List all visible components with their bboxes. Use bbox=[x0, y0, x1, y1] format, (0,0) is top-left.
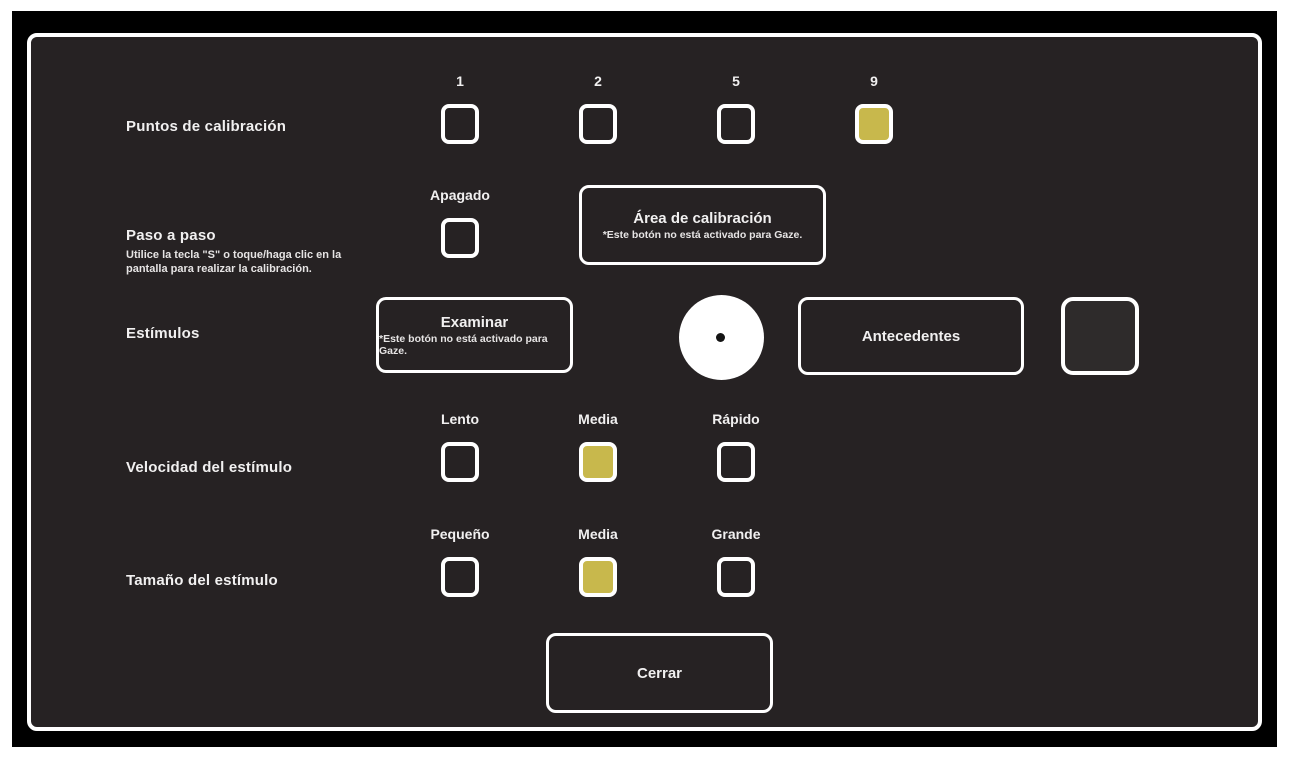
examine-button[interactable]: Examinar *Este botón no está activado pa… bbox=[376, 297, 573, 373]
speed-label-fast: Rápido bbox=[712, 411, 760, 427]
speed-option-fast: Rápido bbox=[676, 411, 796, 482]
background-color-swatch bbox=[1061, 297, 1139, 375]
calibration-area-button[interactable]: Área de calibración *Este botón no está … bbox=[579, 185, 826, 265]
calibration-points-checkbox-1[interactable] bbox=[441, 104, 479, 144]
stimulus-dot-icon bbox=[715, 333, 725, 342]
size-checkbox-large[interactable] bbox=[717, 557, 755, 597]
stimulus-preview-icon bbox=[679, 295, 764, 380]
calibration-area-button-label: Área de calibración bbox=[633, 209, 772, 227]
background-button-label: Antecedentes bbox=[861, 327, 961, 345]
size-checkbox-medium[interactable] bbox=[579, 557, 617, 597]
examine-button-note: *Este botón no está activado para Gaze. bbox=[379, 332, 548, 357]
close-button[interactable]: Cerrar bbox=[546, 633, 773, 713]
calibration-points-option-5: 5 bbox=[676, 73, 796, 144]
calibration-points-label: Puntos de calibración bbox=[126, 118, 287, 135]
calibration-points-option-9: 9 bbox=[814, 73, 934, 144]
stimuli-label: Estímulos bbox=[126, 325, 200, 342]
size-option-small: Pequeño bbox=[400, 526, 520, 597]
speed-option-medium: Media bbox=[538, 411, 658, 482]
speed-label-slow: Lento bbox=[440, 411, 480, 427]
stimulus-speed-label: Velocidad del estímulo bbox=[126, 459, 293, 476]
size-label-medium: Media bbox=[578, 526, 618, 542]
background-button[interactable]: Antecedentes bbox=[798, 297, 1024, 375]
option-label-1: 1 bbox=[456, 73, 464, 89]
size-option-medium: Media bbox=[538, 526, 658, 597]
size-option-large: Grande bbox=[676, 526, 796, 597]
speed-checkbox-fast[interactable] bbox=[717, 442, 755, 482]
size-label-large: Grande bbox=[711, 526, 761, 542]
step-by-step-caption: Utilice la tecla "S" o toque/haga clic e… bbox=[126, 249, 342, 276]
speed-checkbox-slow[interactable] bbox=[441, 442, 479, 482]
speed-label-medium: Media bbox=[578, 411, 618, 427]
calibration-points-checkbox-5[interactable] bbox=[717, 104, 755, 144]
step-by-step-toggle: Apagado bbox=[400, 187, 520, 258]
step-by-step-label: Paso a paso bbox=[126, 227, 216, 244]
calibration-points-option-2: 2 bbox=[538, 73, 658, 144]
option-label-2: 2 bbox=[594, 73, 602, 89]
settings-window: Puntos de calibración 1 2 5 9 Paso a pas… bbox=[12, 11, 1277, 747]
examine-button-label: Examinar bbox=[440, 313, 509, 331]
step-by-step-checkbox[interactable] bbox=[441, 218, 479, 258]
calibration-settings-panel: Puntos de calibración 1 2 5 9 Paso a pas… bbox=[27, 33, 1262, 731]
option-label-9: 9 bbox=[870, 73, 878, 89]
calibration-points-option-1: 1 bbox=[400, 73, 520, 144]
size-checkbox-small[interactable] bbox=[441, 557, 479, 597]
calibration-points-checkbox-2[interactable] bbox=[579, 104, 617, 144]
option-label-5: 5 bbox=[732, 73, 740, 89]
size-label-small: Pequeño bbox=[430, 526, 490, 542]
close-button-label: Cerrar bbox=[636, 664, 683, 682]
stimulus-size-label: Tamaño del estímulo bbox=[126, 572, 278, 589]
calibration-area-button-note: *Este botón no está activado para Gaze. bbox=[602, 228, 803, 241]
speed-option-slow: Lento bbox=[400, 411, 520, 482]
speed-checkbox-medium[interactable] bbox=[579, 442, 617, 482]
toggle-label: Apagado bbox=[430, 187, 490, 203]
calibration-points-checkbox-9[interactable] bbox=[855, 104, 893, 144]
